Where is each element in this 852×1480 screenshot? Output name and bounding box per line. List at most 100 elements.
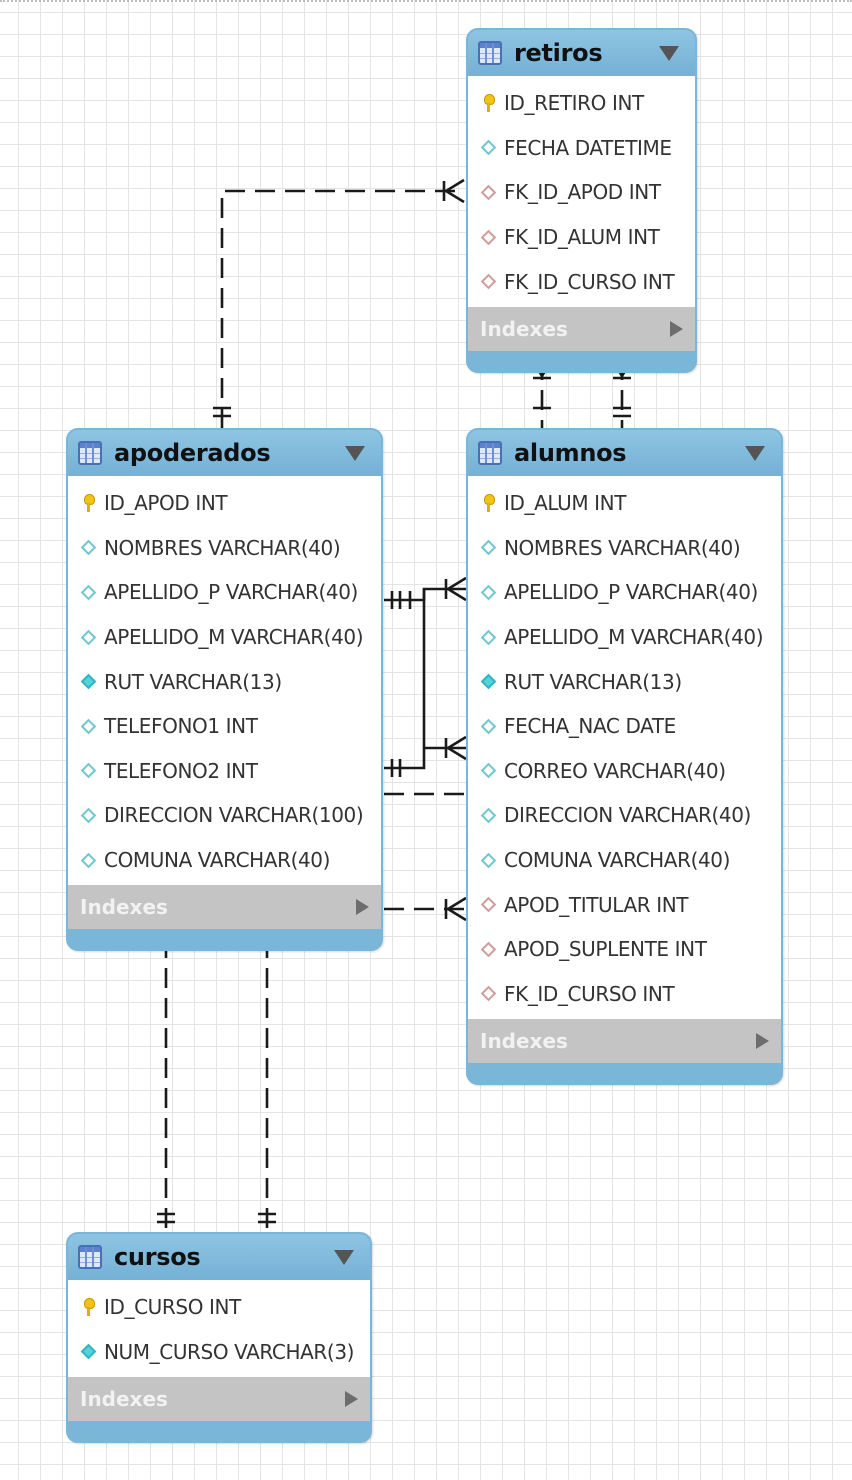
column-row[interactable]: RUT VARCHAR(13) [68,659,381,704]
indexes-section[interactable]: Indexes [468,1019,781,1064]
column-definition: FECHA_NAC DATE [504,714,676,739]
column-definition: APELLIDO_P VARCHAR(40) [504,580,758,605]
column-row[interactable]: APOD_TITULAR INT [468,882,781,927]
column-definition: RUT VARCHAR(13) [504,669,682,694]
dropdown-triangle-icon[interactable] [659,45,679,61]
relationship-apoderados-alumnos-titular[interactable] [384,587,466,602]
dropdown-triangle-icon[interactable] [745,445,765,461]
column-glyph [477,584,499,601]
column-row[interactable]: COMUNA VARCHAR(40) [68,838,381,883]
column-row[interactable]: FECHA_NAC DATE [468,704,781,749]
column-row[interactable]: FK_ID_CURSO INT [468,972,781,1017]
alumnos-crowsfoot-titular [444,576,467,602]
diamond-icon [480,540,496,556]
column-row[interactable]: NUM_CURSO VARCHAR(3) [68,1330,370,1375]
column-glyph [77,584,99,601]
column-row[interactable]: RUT VARCHAR(13) [468,659,781,704]
dropdown-triangle-icon[interactable] [334,1249,354,1265]
column-definition: RUT VARCHAR(13) [104,669,282,694]
diamond-icon [480,763,496,779]
relationship-apoderados-alumnos-suplente[interactable] [384,589,466,770]
column-glyph [477,540,499,556]
expand-triangle-icon[interactable] [670,320,683,337]
column-row[interactable]: COMUNA VARCHAR(40) [468,838,781,883]
column-row[interactable]: APELLIDO_P VARCHAR(40) [68,570,381,615]
column-row[interactable]: APELLIDO_M VARCHAR(40) [68,615,381,660]
column-definition: DIRECCION VARCHAR(40) [504,803,751,828]
diamond-icon [480,807,496,824]
column-row[interactable]: APOD_SUPLENTE INT [468,927,781,972]
diamond-icon [80,852,96,868]
column-glyph [477,896,499,913]
column-glyph [477,986,499,1002]
column-glyph [77,629,99,645]
cursos-mark-2 [258,1212,276,1224]
column-row[interactable]: ID_CURSO INT [68,1285,370,1330]
column-row[interactable]: APELLIDO_M VARCHAR(40) [468,615,781,660]
table-header[interactable]: retiros [468,30,695,76]
table-name: cursos [114,1243,201,1271]
table-header[interactable]: apoderados [68,430,381,476]
column-row[interactable]: NOMBRES VARCHAR(40) [68,526,381,571]
column-definition: FK_ID_CURSO INT [504,981,675,1006]
column-row[interactable]: NOMBRES VARCHAR(40) [468,526,781,571]
table-footer [468,350,695,371]
expand-triangle-icon[interactable] [356,899,369,916]
column-row[interactable]: DIRECCION VARCHAR(100) [68,793,381,838]
filled-diamond-icon [80,673,96,690]
column-glyph [477,763,499,779]
primary-key-icon [83,1298,95,1317]
column-row[interactable]: FECHA DATETIME [468,126,695,171]
column-definition: COMUNA VARCHAR(40) [504,848,731,873]
expand-triangle-icon[interactable] [756,1033,769,1050]
column-definition: FK_ID_APOD INT [504,180,661,205]
table-name: retiros [514,39,603,67]
expand-triangle-icon[interactable] [345,1391,358,1408]
diamond-icon [480,629,496,645]
column-row[interactable]: APELLIDO_P VARCHAR(40) [468,570,781,615]
indexes-section[interactable]: Indexes [68,1377,370,1422]
relationship-apoderados-retiros[interactable] [220,189,464,428]
table-header[interactable]: alumnos [468,430,781,476]
diamond-icon [80,584,96,601]
column-glyph [477,673,499,690]
fk-diamond-icon [480,896,496,913]
alumnos-crowsfoot-suplente [444,735,467,761]
column-definition: DIRECCION VARCHAR(100) [104,803,364,828]
column-row[interactable]: ID_APOD INT [68,481,381,526]
column-definition: APOD_TITULAR INT [504,892,689,917]
column-glyph [77,807,99,824]
primary-key-icon [483,494,495,513]
primary-key-icon [83,494,95,513]
column-row[interactable]: TELEFONO2 INT [68,749,381,794]
column-row[interactable]: ID_RETIRO INT [468,81,695,126]
table-header[interactable]: cursos [68,1234,370,1280]
column-row[interactable]: ID_ALUM INT [468,481,781,526]
diamond-icon [80,718,96,735]
column-row[interactable]: FK_ID_ALUM INT [468,215,695,260]
column-row[interactable]: FK_ID_APOD INT [468,170,695,215]
table-name: alumnos [514,439,627,467]
column-definition: FK_ID_CURSO INT [504,269,675,294]
column-row[interactable]: FK_ID_CURSO INT [468,259,695,304]
column-glyph [477,494,499,513]
column-glyph [477,629,499,645]
apoderados-mark-suplente [390,759,402,777]
column-row[interactable]: DIRECCION VARCHAR(40) [468,793,781,838]
indexes-section[interactable]: Indexes [68,885,381,930]
diamond-icon [80,629,96,645]
table-icon [78,441,102,465]
column-row[interactable]: CORREO VARCHAR(40) [468,749,781,794]
column-row[interactable]: TELEFONO1 INT [68,704,381,749]
alumnos-crowsfoot-curso [444,896,467,922]
table-icon [478,441,502,465]
dropdown-triangle-icon[interactable] [345,445,365,461]
diamond-icon [480,852,496,868]
indexes-section[interactable]: Indexes [468,306,695,351]
column-glyph [477,807,499,824]
